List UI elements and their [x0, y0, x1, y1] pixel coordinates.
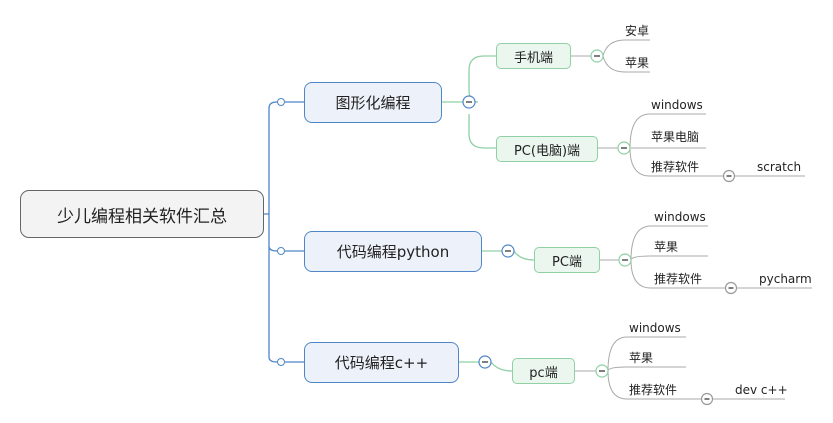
leaf-recommended[interactable]: 推荐软件 [629, 383, 678, 397]
leaf-recommended[interactable]: 推荐软件 [654, 272, 703, 286]
subtopic-mobile[interactable]: 手机端 [496, 43, 571, 69]
expand-handle[interactable] [277, 247, 285, 255]
leaf-windows[interactable]: windows [629, 321, 681, 335]
leaf-apple[interactable]: 苹果 [629, 351, 654, 365]
root-topic[interactable]: 少儿编程相关软件汇总 [20, 190, 264, 238]
leaf-android[interactable]: 安卓 [625, 24, 650, 38]
subtopic-pc[interactable]: PC端 [534, 247, 600, 273]
topic-python[interactable]: 代码编程python [304, 231, 482, 272]
leaf-recommended[interactable]: 推荐软件 [651, 160, 700, 174]
subtopic-pc[interactable]: pc端 [512, 358, 575, 384]
leaf-windows[interactable]: windows [651, 98, 703, 112]
leaf-devcpp[interactable]: dev c++ [735, 383, 788, 397]
topic-graphical-programming[interactable]: 图形化编程 [304, 82, 442, 123]
expand-handle[interactable] [277, 98, 285, 106]
leaf-scratch[interactable]: scratch [757, 160, 802, 174]
leaf-apple[interactable]: 苹果 [654, 240, 679, 254]
expand-handle[interactable] [277, 358, 285, 366]
topic-cpp[interactable]: 代码编程c++ [304, 342, 459, 383]
leaf-pycharm[interactable]: pycharm [759, 272, 812, 286]
leaf-mac[interactable]: 苹果电脑 [651, 130, 700, 144]
subtopic-pc[interactable]: PC(电脑)端 [496, 136, 598, 162]
leaf-apple[interactable]: 苹果 [625, 56, 650, 70]
leaf-windows[interactable]: windows [654, 210, 706, 224]
